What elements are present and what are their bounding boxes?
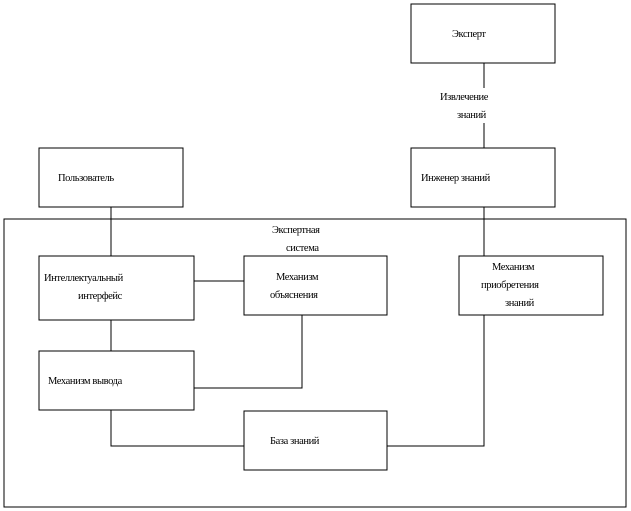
knowledge-base-box	[243, 410, 388, 471]
expert-label: Эксперт	[452, 29, 486, 40]
acquisition-mechanism-label-line1: Механизм	[492, 262, 535, 273]
user-box	[38, 147, 184, 208]
inference-mechanism-box	[38, 350, 195, 411]
expert-system-label-line2: система	[286, 243, 319, 254]
expert-box	[410, 3, 556, 64]
inference-mechanism-label: Механизм вывода	[48, 376, 123, 387]
knowledge-engineer-label: Инженер знаний	[421, 173, 491, 184]
acquisition-mechanism-box	[458, 255, 604, 316]
extraction-label-line1: Извлечение	[440, 92, 489, 103]
explanation-mechanism-label-line1: Механизм	[276, 272, 319, 283]
knowledge-engineer-box	[410, 147, 556, 208]
connector-explanation-inference	[194, 315, 303, 389]
user-label: Пользователь	[58, 173, 114, 184]
explanation-mechanism-box	[243, 255, 388, 316]
acquisition-mechanism-label-line3: знаний	[505, 298, 535, 309]
intelligent-interface-label-line1: Интеллектуальный	[44, 273, 124, 284]
knowledge-base-label: База знаний	[270, 436, 320, 447]
extraction-label-line2: знаний	[457, 110, 487, 121]
connector-inference-knowledge-base	[110, 410, 244, 447]
intelligent-interface-box	[38, 255, 195, 321]
intelligent-interface-label-line2: интерфейс	[78, 291, 123, 302]
explanation-mechanism-label-line2: объяснения	[270, 290, 318, 301]
connector-acquisition-knowledge-base	[387, 315, 485, 447]
acquisition-mechanism-label-line2: приобретения	[481, 280, 539, 291]
expert-system-label-line1: Экспертная	[272, 225, 320, 236]
